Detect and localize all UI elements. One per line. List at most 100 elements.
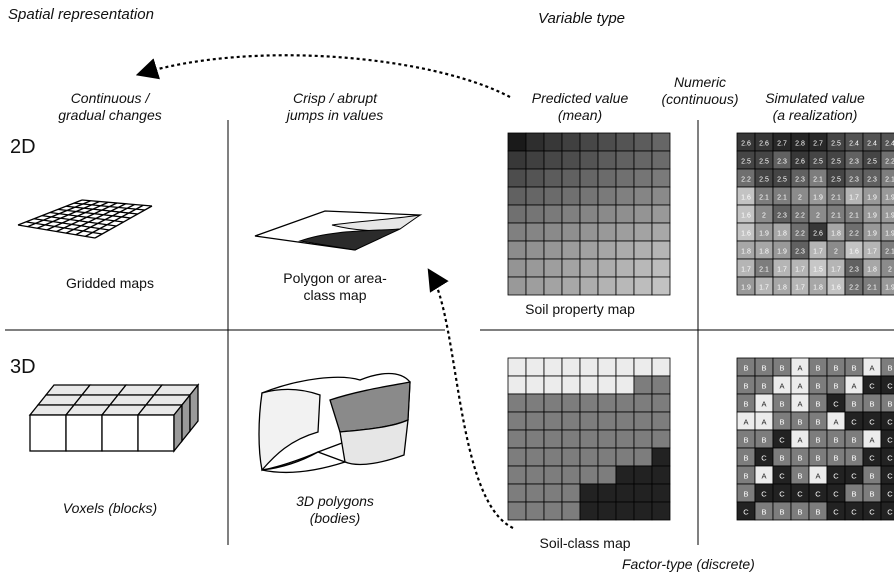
grid-cell: [561, 429, 581, 449]
grid-cell-value: B: [743, 400, 748, 409]
grid-cell: [651, 276, 671, 296]
grid-line: [81, 199, 153, 207]
grid-cell-value: B: [779, 508, 784, 517]
grid-cell-value: B: [851, 436, 856, 445]
grid-cell-value: 2.2: [849, 285, 859, 292]
grid-cell: [615, 357, 635, 377]
dotted-arrow-bottom: [427, 268, 514, 529]
grid-cell: [507, 429, 527, 449]
grid-cell-value: 1.7: [795, 285, 805, 292]
grid-cell: [525, 429, 545, 449]
grid-cell-value: 1.7: [849, 195, 859, 202]
grid-cell-value: C: [869, 418, 875, 427]
grid-cell: [525, 222, 545, 242]
grid-cell: [579, 429, 599, 449]
grid-cell: [561, 393, 581, 413]
grid-cell: [615, 483, 635, 503]
grid-cell: [651, 465, 671, 485]
grid-cell-value: A: [797, 364, 802, 373]
grid-cell: [561, 483, 581, 503]
grid-cell: [525, 276, 545, 296]
grid-cell: [507, 276, 527, 296]
grid-cell: [525, 483, 545, 503]
grid-cell-value: 1.7: [813, 249, 823, 256]
grid-cell: [579, 204, 599, 224]
grid-cell-value: 2.3: [795, 177, 805, 184]
grid-cell: [633, 186, 653, 206]
row-2d-label: 2D: [10, 136, 36, 158]
grid-cell-value: B: [743, 472, 748, 481]
grid-cell: [579, 222, 599, 242]
grid-cell: [651, 186, 671, 206]
grid-cell-value: 2.1: [777, 195, 787, 202]
grid-cell: [579, 186, 599, 206]
grid-cell-value: B: [779, 418, 784, 427]
grid-cell-value: C: [887, 436, 893, 445]
grid-cell-value: 2.5: [759, 177, 769, 184]
grid-cell: [651, 240, 671, 260]
grid-cell-value: 1.6: [831, 285, 841, 292]
grid-cell: [651, 393, 671, 413]
grid-cell-value: 1.6: [741, 195, 751, 202]
grid-cell: [633, 204, 653, 224]
grid-cell: [615, 276, 635, 296]
grid-cell-value: B: [869, 490, 874, 499]
grid-cell-value: B: [815, 400, 820, 409]
grid-line: [57, 208, 131, 219]
grid-cell-value: A: [851, 382, 856, 391]
grid-cell-value: 2.5: [831, 177, 841, 184]
grid-cell: [633, 276, 653, 296]
grid-cell-value: B: [851, 454, 856, 463]
grid-cell: [543, 240, 563, 260]
grid-cell: [579, 375, 599, 395]
column-simulated-header: Simulated value(a realization): [765, 90, 865, 123]
grid-cell: [615, 240, 635, 260]
grid-cell-value: B: [851, 400, 856, 409]
grid-cell-value: B: [851, 364, 856, 373]
grid-cell-value: 1.5: [813, 267, 823, 274]
grid-cell: [597, 276, 617, 296]
grid-cell-value: B: [761, 436, 766, 445]
grid-cell: [579, 411, 599, 431]
grid-cell-value: 1.8: [813, 285, 823, 292]
grid-cell: [561, 375, 581, 395]
grid-cell-value: 2.7: [777, 141, 787, 148]
grid-cell-value: C: [833, 400, 839, 409]
grid-cell-value: 2.5: [813, 159, 823, 166]
grid-cell-value: 1.9: [885, 195, 894, 202]
grid-cell: [561, 240, 581, 260]
grid-cell-value: C: [797, 490, 803, 499]
grid-cell: [525, 465, 545, 485]
predicted-mean-grid: [507, 132, 671, 296]
grid-cell-value: 2.5: [867, 159, 877, 166]
grid-cell: [597, 447, 617, 467]
grid-cell-value: 2.3: [849, 267, 859, 274]
grid-cell: [579, 501, 599, 521]
grid-cell: [651, 168, 671, 188]
grid-cell: [561, 447, 581, 467]
grid-cell-value: 2.6: [795, 159, 805, 166]
grid-cell: [543, 150, 563, 170]
grid-cell-value: C: [779, 472, 785, 481]
grid-cell-value: 2.8: [795, 141, 805, 148]
grid-cell-value: A: [743, 418, 748, 427]
grid-cell-value: 2: [762, 213, 766, 220]
factor-type-label: Factor-type (discrete): [622, 556, 755, 572]
grid-cell: [579, 132, 599, 152]
grid-cell: [525, 204, 545, 224]
grid-cell-value: C: [851, 418, 857, 427]
voxel-front: [29, 414, 67, 452]
grid-cell-value: 1.8: [759, 249, 769, 256]
grid-cell-value: 2.1: [759, 195, 769, 202]
grid-cell: [507, 222, 527, 242]
grid-cell: [543, 393, 563, 413]
grid-cell-value: 2.7: [813, 141, 823, 148]
grid-cell-value: B: [779, 364, 784, 373]
grid-cell-value: B: [833, 436, 838, 445]
grid-cell: [543, 429, 563, 449]
grid-cell: [597, 186, 617, 206]
grid-cell-value: 2: [816, 213, 820, 220]
grid-cell: [597, 465, 617, 485]
grid-cell-value: 1.9: [813, 195, 823, 202]
